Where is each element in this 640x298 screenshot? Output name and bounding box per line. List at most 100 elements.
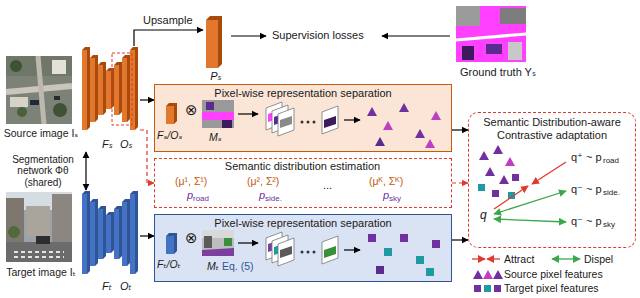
source-photo-part — [10, 60, 22, 72]
source-separation-figure-part — [166, 103, 177, 124]
node-text: Semantic Distribution-aware Contrastive … — [471, 116, 633, 141]
node-text: Fₛ/Oₛ — [157, 129, 182, 141]
target-photo-part — [6, 198, 24, 242]
target-separation-figure-part — [400, 234, 408, 242]
source-separation-figure — [166, 100, 441, 148]
contrastive-figure-part — [494, 219, 566, 222]
source-separation-figure-part — [222, 120, 232, 128]
source-network-layers-part — [90, 58, 95, 122]
source-separation-figure-part — [238, 113, 258, 114]
contrastive-figure-part — [478, 184, 485, 191]
node-text: (μ², Σ²) — [247, 175, 279, 187]
source-separation-figure-part — [301, 121, 304, 124]
target-separation-figure-part — [432, 240, 440, 248]
node-text: Target image Iₜ — [2, 266, 80, 278]
node-text: Oₛ — [120, 138, 133, 151]
source-separation-figure-part — [322, 106, 338, 134]
edge-label: Segmentation network Φθ (shared) — [5, 154, 81, 189]
loss-arrows-part — [231, 35, 266, 36]
source-separation-figure-part — [425, 139, 435, 148]
target-separation-figure-part — [324, 246, 336, 258]
legend-samples-part — [493, 270, 503, 279]
contrastive-figure-part — [512, 174, 519, 181]
target-separation-figure-part — [426, 268, 434, 276]
target-separation-figure-part — [344, 249, 360, 250]
legend-samples-part — [487, 258, 500, 259]
contrastive-figure-part — [494, 191, 566, 214]
target-network-layers-part — [122, 199, 130, 266]
node-text: ⊗ — [185, 101, 198, 118]
process-box: Pixel-wise representation separationFₛ/O… — [154, 84, 452, 152]
node-text: ... — [323, 179, 332, 192]
source-separation-figure-part — [431, 111, 441, 120]
node-text: side. — [265, 194, 282, 203]
prediction-layer — [206, 16, 222, 68]
ground-truth-map-part — [456, 6, 480, 26]
target-network-layers-part — [106, 212, 114, 253]
node-text: Oₜ — [120, 280, 132, 293]
target-separation-figure-part — [202, 230, 234, 256]
node-text: q⁻ ~ p — [571, 215, 602, 228]
source-network-layers-part — [106, 68, 114, 109]
node-text: Semantic distribution estimation — [155, 160, 450, 173]
contrastive-figure-part — [492, 190, 499, 197]
contrastive-figure-part — [499, 175, 509, 184]
node-text: Mₛ — [209, 131, 222, 143]
target-separation-figure-part — [280, 246, 292, 258]
node-text: p — [383, 189, 389, 202]
node-text: ⊗ — [185, 229, 198, 246]
node-text: Mₜ — [207, 260, 219, 272]
source-network-layers-part — [122, 58, 127, 122]
node-text: Pₛ — [203, 70, 229, 83]
target-separation-figure-part — [166, 236, 174, 254]
legend-samples-part — [494, 285, 501, 292]
source-separation-figure-part — [415, 129, 425, 138]
source-photo-part — [54, 96, 60, 100]
target-photo-part — [26, 206, 50, 236]
contrastive-figure-part — [479, 151, 489, 160]
annotation-label: Supervision losses — [272, 29, 364, 42]
node-text: Ground truth Yₛ — [460, 66, 536, 79]
target-network-layers-part — [130, 191, 138, 274]
node-text: q⁺ ~ p — [571, 151, 602, 164]
source-separation-figure-part — [399, 103, 409, 112]
node-text: Pixel-wise representation separation — [155, 87, 451, 100]
loss-arrows — [231, 36, 450, 37]
target-photo-part — [14, 252, 64, 257]
contrastive-figure-part — [485, 167, 495, 176]
contrastive-figure-part — [494, 186, 528, 209]
adaptation-box: Semantic Distribution-aware Contrastive … — [468, 112, 636, 248]
prediction-layer-part — [206, 16, 222, 68]
estimation-box: Semantic distribution estimation (μ¹, Σ¹)… — [154, 158, 452, 208]
node-text: (μ¹, Σ¹) — [175, 175, 207, 187]
target-network-layers-part — [130, 194, 135, 274]
target-separation-figure — [166, 230, 440, 276]
connector-arrow — [452, 239, 468, 240]
ground-truth-map-part — [462, 46, 474, 60]
node-text: Fₛ — [102, 138, 113, 151]
source-separation-figure-part — [313, 121, 316, 124]
target-network-layers-part — [90, 202, 95, 266]
legend-samples-part — [472, 258, 485, 259]
source-network-layers-part — [112, 53, 132, 125]
source-photo-part — [10, 97, 28, 107]
target-separation-figure-part — [368, 234, 376, 242]
node-text: Fₜ/Oₜ — [157, 258, 181, 270]
contrastive-figure-part — [532, 162, 566, 184]
node-text: Eq. (5) — [222, 260, 254, 272]
contrastive-figure — [478, 145, 566, 222]
node-text: p — [187, 189, 193, 202]
node-text: q⁻ ~ p — [571, 183, 602, 196]
connector-arrow — [85, 152, 86, 190]
node-text: Fₜ — [102, 280, 112, 293]
target-network-layers-part — [90, 199, 98, 266]
source-photo — [6, 56, 72, 124]
connector-arrow — [452, 129, 468, 130]
target-separation-figure-part — [278, 238, 294, 266]
target-network-layers-part — [82, 191, 90, 274]
target-separation-figure-part — [416, 256, 424, 264]
node-text: road — [193, 194, 209, 203]
source-separation-figure-part — [278, 108, 294, 136]
target-photo-part — [8, 226, 20, 238]
